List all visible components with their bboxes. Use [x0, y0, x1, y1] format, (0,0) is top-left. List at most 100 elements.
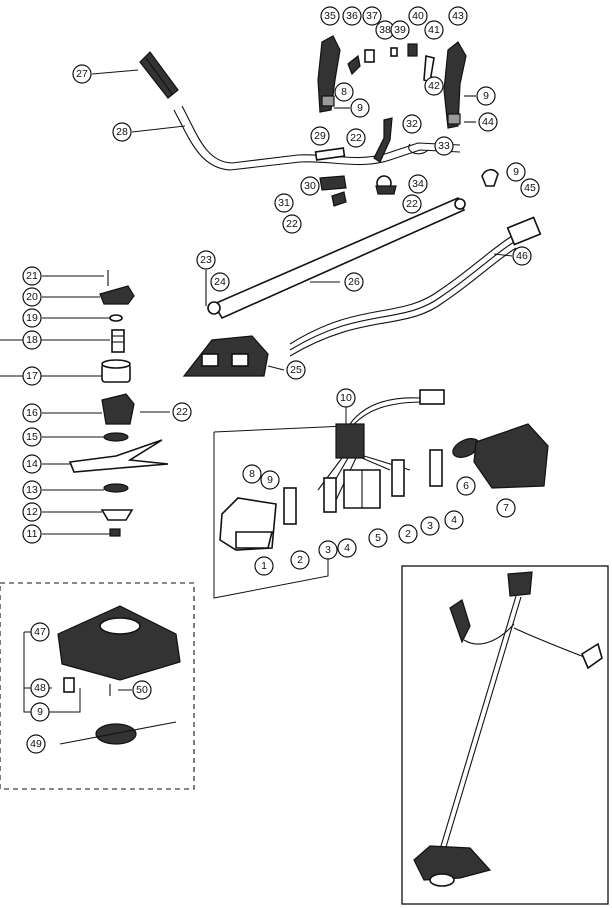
- switch-terminal-4a: [323, 477, 337, 513]
- callout-10: 10: [336, 388, 356, 408]
- callout-circle: [456, 476, 476, 496]
- callout-9: 9: [30, 702, 50, 722]
- callout-32: 32: [402, 114, 422, 134]
- callout-45: 45: [520, 178, 540, 198]
- callout-circle: [22, 366, 42, 386]
- callout-23: 23: [196, 250, 216, 270]
- callout-circle: [30, 622, 50, 642]
- line-cutter-part: [63, 677, 75, 693]
- callout-circle: [402, 194, 422, 214]
- callout-number: 40: [412, 10, 424, 22]
- callout-circle: [210, 272, 230, 292]
- callout-circle: [478, 112, 498, 132]
- callout-circle: [512, 246, 532, 266]
- callout-number: 4: [451, 514, 457, 526]
- callout-circle: [196, 250, 216, 270]
- callout-43: 43: [448, 6, 468, 26]
- callout-number: 9: [267, 474, 273, 486]
- callout-circle: [22, 480, 42, 500]
- callout-number: 36: [346, 10, 358, 22]
- callout-number: 20: [26, 291, 38, 303]
- callout-31: 31: [274, 193, 294, 213]
- callout-number: 49: [30, 738, 42, 750]
- callout-number: 31: [278, 197, 290, 209]
- callout-9: 9: [506, 162, 526, 182]
- callout-number: 17: [26, 370, 38, 382]
- callout-circle: [420, 516, 440, 536]
- callout-47: 47: [30, 622, 50, 642]
- right-shell: [473, 423, 549, 489]
- callout-9: 9: [260, 470, 280, 490]
- callout-circle: [310, 126, 330, 146]
- callout-number: 34: [412, 178, 424, 190]
- callout-circle: [22, 266, 42, 286]
- callout-circle: [22, 524, 42, 544]
- callout-4: 4: [337, 538, 357, 558]
- callout-number: 9: [513, 166, 519, 178]
- callout-number: 32: [406, 118, 418, 130]
- callout-circle: [172, 402, 192, 422]
- callout-44: 44: [478, 112, 498, 132]
- switch-terminal-2b: [391, 459, 405, 497]
- callout-7: 7: [496, 498, 516, 518]
- cup-washer: [100, 509, 134, 521]
- callout-number: 43: [452, 10, 464, 22]
- callout-number: 22: [406, 198, 418, 210]
- trigger-part: [347, 54, 361, 76]
- callout-28: 28: [112, 122, 132, 142]
- callout-circle: [402, 114, 422, 134]
- callout-circle: [22, 427, 42, 447]
- callout-39: 39: [390, 20, 410, 40]
- callout-circle: [368, 528, 388, 548]
- callout-circle: [320, 6, 340, 26]
- callout-number: 44: [482, 116, 494, 128]
- callout-8: 8: [242, 464, 262, 484]
- callout-circle: [318, 540, 338, 560]
- callout-number: 5: [375, 532, 381, 544]
- callout-41: 41: [424, 20, 444, 40]
- callout-circle: [22, 330, 42, 350]
- callout-3: 3: [318, 540, 338, 560]
- callout-number: 42: [428, 80, 440, 92]
- callout-number: 26: [348, 276, 360, 288]
- callout-circle: [520, 178, 540, 198]
- callout-20: 20: [22, 287, 42, 307]
- callout-22: 22: [282, 214, 302, 234]
- callout-34: 34: [408, 174, 428, 194]
- right-handle-housing: [443, 41, 467, 129]
- callout-number: 35: [324, 10, 336, 22]
- guard-base: [182, 335, 269, 377]
- callout-22: 22: [172, 402, 192, 422]
- callout-circle: [132, 680, 152, 700]
- callout-number: 16: [26, 407, 38, 419]
- flange-13: [103, 483, 129, 493]
- o-ring: [109, 314, 123, 322]
- callout-5: 5: [368, 528, 388, 548]
- spring-clip: [408, 143, 429, 155]
- callout-16: 16: [22, 403, 42, 423]
- callout-number: 11: [27, 528, 38, 540]
- callout-36: 36: [342, 6, 362, 26]
- callout-number: 38: [379, 24, 391, 36]
- callout-number: 28: [116, 126, 128, 138]
- callout-number: 22: [350, 132, 362, 144]
- callout-number: 2: [405, 528, 411, 540]
- callout-number: 9: [483, 90, 489, 102]
- handle-clamp: [375, 175, 397, 195]
- callout-circle: [72, 64, 92, 84]
- callout-circle: [476, 86, 496, 106]
- callout-number: 19: [26, 312, 38, 324]
- callout-number: 27: [76, 68, 88, 80]
- callout-number: 29: [314, 130, 326, 142]
- callout-circle: [260, 470, 280, 490]
- callout-circle: [30, 702, 50, 722]
- callout-24: 24: [210, 272, 230, 292]
- callout-circle: [254, 556, 274, 576]
- callout-2: 2: [398, 524, 418, 544]
- clamp-nut: [331, 191, 347, 207]
- left-handle-housing: [317, 35, 341, 113]
- callout-4: 4: [444, 510, 464, 530]
- top-cover: [99, 285, 135, 305]
- flange-15: [103, 432, 129, 442]
